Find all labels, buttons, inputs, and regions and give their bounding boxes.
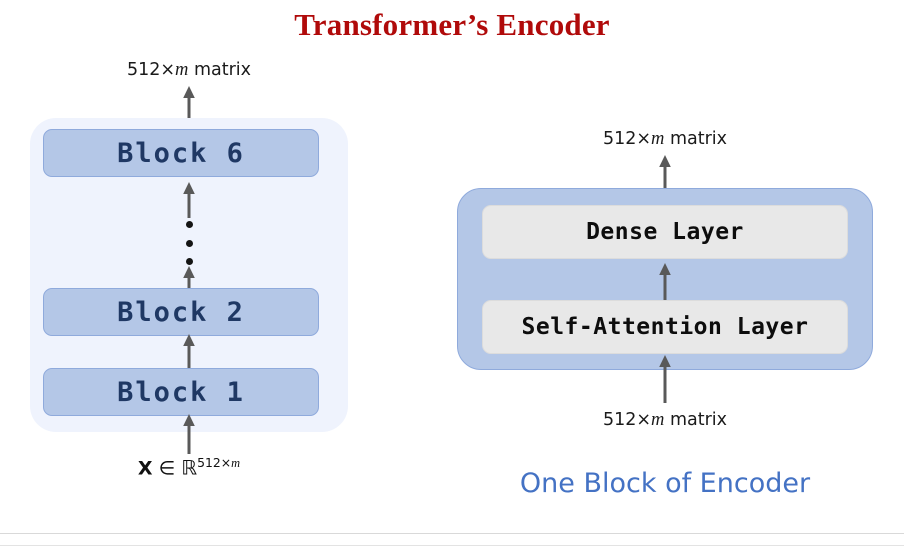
ellipsis-dot [185, 221, 193, 228]
arrow-up-icon [659, 263, 671, 301]
ellipsis-dot [185, 258, 193, 265]
block-input-italic-m: m [651, 410, 665, 430]
encoder-block-output-caption: 512×m matrix [457, 129, 873, 150]
stack-block-1[interactable]: Block 1 [43, 368, 319, 416]
arrow-up-icon [659, 155, 671, 191]
block-output-suffix: matrix [664, 129, 728, 149]
block-input-suffix: matrix [664, 410, 728, 430]
math-set-symbol: ℝ [181, 455, 198, 480]
arrow-up-icon [659, 355, 671, 403]
arrow-up-icon [183, 266, 195, 290]
stack-block-2[interactable]: Block 2 [43, 288, 319, 336]
footer-divider [0, 533, 904, 534]
self-attention-layer-box[interactable]: Self-Attention Layer [482, 300, 848, 354]
arrow-up-icon [183, 182, 195, 218]
math-exponent-italic-m: m [231, 456, 241, 470]
vertical-ellipsis-icon [183, 221, 195, 265]
math-member-symbol: ∈ [158, 457, 176, 480]
stack-block-6[interactable]: Block 6 [43, 129, 319, 177]
encoder-block-input-caption: 512×m matrix [457, 410, 873, 431]
stack-input-math: X ∈ ℝ512×m [0, 455, 378, 481]
arrow-up-icon [183, 414, 195, 454]
stack-output-italic-m: m [175, 60, 189, 80]
stack-output-caption: 512×m matrix [0, 60, 378, 81]
math-variable-x: X [137, 457, 153, 480]
dense-layer-box[interactable]: Dense Layer [482, 205, 848, 259]
encoder-block-caption: One Block of Encoder [519, 468, 811, 499]
block-output-italic-m: m [651, 129, 665, 149]
block-input-prefix: 512× [602, 410, 652, 430]
math-exponent-prefix: 512× [197, 455, 232, 470]
stack-output-prefix: 512× [126, 60, 176, 80]
arrow-up-icon [183, 334, 195, 370]
ellipsis-dot [185, 239, 193, 247]
block-output-prefix: 512× [602, 129, 652, 149]
page-title: Transformer’s Encoder [294, 7, 610, 42]
stack-output-suffix: matrix [188, 60, 252, 80]
